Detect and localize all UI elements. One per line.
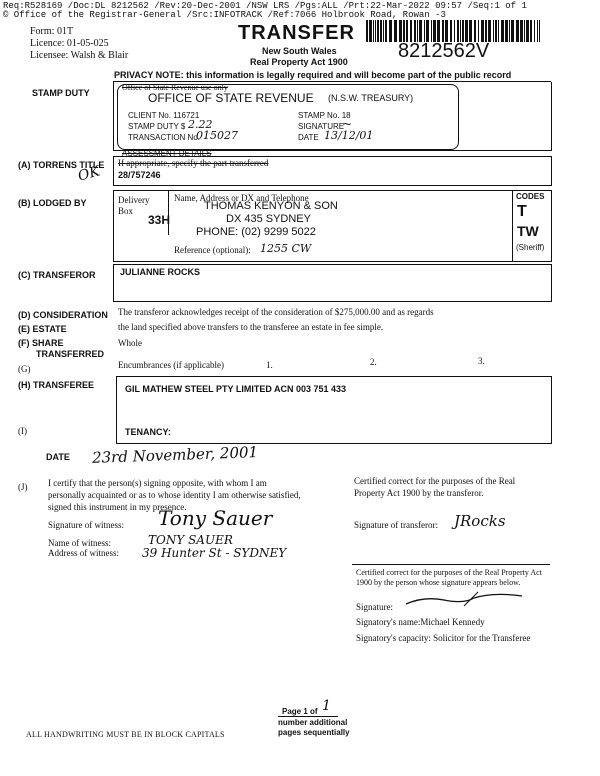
stamp-duty-amount-label: STAMP DUTY $ xyxy=(128,122,186,131)
page-count-label: Page 1 of xyxy=(282,707,318,716)
certify-line-2: personally acquainted or as to whose ide… xyxy=(48,490,301,500)
estate-label: (E) ESTATE xyxy=(18,324,67,334)
witness-name-label: Name of witness: xyxy=(48,538,111,548)
encumbrance-3: 3. xyxy=(478,356,485,366)
barcode xyxy=(366,20,540,42)
transferor-box: JULIANNE ROCKS xyxy=(113,264,552,302)
witness-address-label: Address of witness: xyxy=(48,548,119,558)
form-code: Form: 01T xyxy=(30,26,74,37)
torrens-value: 28/757246 xyxy=(118,170,161,180)
lodger-dx: DX 435 SYDNEY xyxy=(226,213,311,225)
share-value: Whole xyxy=(118,338,142,348)
handwriting-notice: ALL HANDWRITING MUST BE IN BLOCK CAPITAL… xyxy=(26,730,225,739)
transferor-label: (C) TRANSFEROR xyxy=(18,270,96,280)
header-line-2: © Office of the Registrar-General /Src:I… xyxy=(3,10,446,20)
consideration-text: The transferor acknowledges receipt of t… xyxy=(118,307,434,317)
share-label-2: TRANSFERRED xyxy=(36,349,105,359)
assessment-details: ASSESSMENT DETAILS xyxy=(122,149,212,158)
codes-box: CODES T TW (Sheriff) xyxy=(512,190,552,262)
name-address-label: Name, Address or DX and Telephone xyxy=(174,193,309,203)
certify-label: (J) xyxy=(18,482,28,492)
transferor-value: JULIANNE ROCKS xyxy=(120,267,201,277)
client-no: CLIENT No. 116721 xyxy=(128,111,200,120)
certify-line-1: I certify that the person(s) signing opp… xyxy=(48,478,267,488)
office-use: Office of State Revenue use only xyxy=(122,83,228,92)
share-label: (F) SHARE xyxy=(18,338,64,348)
document-number: 8212562V xyxy=(398,40,490,62)
code-sheriff: (Sheriff) xyxy=(516,243,545,252)
certify-line-3: signed this instrument in my presence. xyxy=(48,502,187,512)
lodged-by-label: (B) LODGED BY xyxy=(18,198,87,208)
consideration-label: (D) CONSIDERATION xyxy=(18,310,108,320)
signature-label: SIGNATURE xyxy=(298,122,345,131)
transferee-box: GIL MATHEW STEEL PTY LIMITED ACN 003 751… xyxy=(116,376,552,444)
transaction-number: 015027 xyxy=(196,129,238,142)
certified-transferee-2: 1900 by the person whose signature appea… xyxy=(356,578,521,587)
torrens-title-label: (A) TORRENS TITLE xyxy=(18,160,105,170)
transferee-label: (H) TRANSFEREE xyxy=(18,380,94,390)
transaction-label: TRANSACTION No. xyxy=(128,133,201,142)
signatory-signature xyxy=(405,591,523,607)
osr-treasury: (N.S.W. TREASURY) xyxy=(328,93,414,103)
certified-transferor-2: Property Act 1900 by the transferor. xyxy=(354,488,484,498)
box-number: 33H xyxy=(148,213,171,227)
tenancy-label: (I) xyxy=(18,426,27,436)
licence: Licence: 01-05-025 xyxy=(30,38,109,49)
stamp-no: STAMP No. 18 xyxy=(298,111,351,120)
transferor-signature-label: Signature of transferor: xyxy=(354,520,438,530)
transferee-value: GIL MATHEW STEEL PTY LIMITED ACN 003 751… xyxy=(125,384,347,394)
date-label: DATE xyxy=(298,133,319,142)
licensee: Licensee: Walsh & Blair xyxy=(30,50,129,61)
footer-sequential: pages sequentially xyxy=(278,728,350,737)
reference-value: 1255 CW xyxy=(260,242,312,255)
encumbrances-text: Encumbrances (if applicable) xyxy=(118,360,224,370)
osr-stamp: Office of State Revenue use only OFFICE … xyxy=(117,83,459,150)
signatory-capacity: Signatory's capacity: Solicitor for the … xyxy=(356,633,531,643)
witness-name: TONY SAUER xyxy=(148,533,233,547)
date-section-label: DATE xyxy=(46,452,70,462)
code-t: T xyxy=(517,203,527,220)
page-count: 1 xyxy=(322,698,331,714)
lodger-phone: PHONE: (02) 9299 5022 xyxy=(196,226,316,238)
stamp-date: 13/12/01 xyxy=(324,129,374,142)
codes-label: CODES xyxy=(516,192,545,201)
transferor-signature: JRocks xyxy=(454,512,506,530)
state-name: New South Wales xyxy=(262,46,337,56)
torrens-note: If appropriate, specify the part transfe… xyxy=(118,158,269,168)
stamp-duty-label: STAMP DUTY xyxy=(32,88,90,98)
witness-signature-label: Signature of witness: xyxy=(48,520,124,530)
signatory-name: Signatory's name:Michael Kennedy xyxy=(356,617,485,627)
box-label: Box xyxy=(118,206,134,216)
osr-name: OFFICE OF STATE REVENUE xyxy=(148,91,314,105)
stamp-duty-box xyxy=(113,82,552,151)
delivery-label: Delivery xyxy=(118,195,150,205)
header-line-1: Req:R528169 /Doc:DL 8212562 /Rev:20-Dec-… xyxy=(3,1,527,11)
certified-transferor-1: Certified correct for the purposes of th… xyxy=(354,476,516,486)
certified-transferee-1: Certified correct for the purposes of th… xyxy=(356,568,542,577)
encumbrances-label: (G) xyxy=(18,364,31,374)
page-title: TRANSFER xyxy=(238,22,355,44)
witness-address: 39 Hunter St - SYDNEY xyxy=(142,546,287,560)
privacy-note: PRIVACY NOTE: this information is legall… xyxy=(114,70,512,80)
tenancy-text: TENANCY: xyxy=(125,427,171,437)
encumbrance-2: 2. xyxy=(370,357,377,367)
stamp-duty-amount: 2.22 xyxy=(188,118,213,131)
lodger-firm: THOMAS KENYON & SON xyxy=(204,200,338,212)
signatory-signature-label: Signature: xyxy=(356,602,393,612)
act-name: Real Property Act 1900 xyxy=(250,57,348,67)
footer-additional: number additional xyxy=(278,718,348,727)
reference-label: Reference (optional): xyxy=(174,245,251,255)
torrens-box: If appropriate, specify the part transfe… xyxy=(113,156,552,186)
encumbrance-1: 1. xyxy=(266,360,273,370)
code-tw: TW xyxy=(517,223,539,239)
estate-text: the land specified above transfers to th… xyxy=(118,322,384,332)
lodged-by-box: Delivery Box 33H Name, Address or DX and… xyxy=(113,190,513,262)
witness-signature: Tony Sauer xyxy=(158,506,273,530)
document-date: 23rd November, 2001 xyxy=(91,443,259,467)
